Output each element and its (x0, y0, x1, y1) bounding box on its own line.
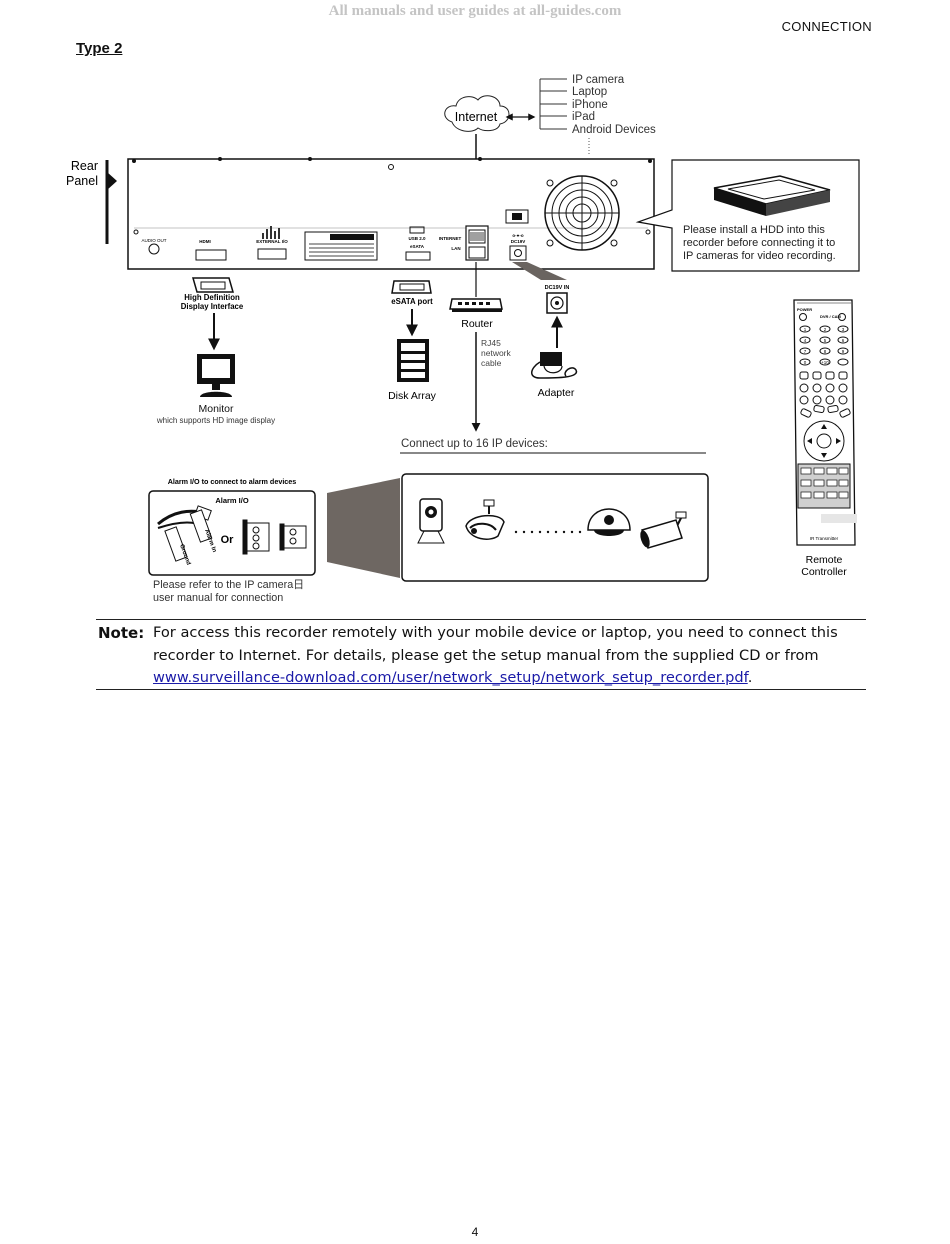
hdd-note-line3: IP cameras for video recording. (683, 250, 836, 262)
terminal-block-icon-2 (279, 523, 307, 551)
ip-camera-dome-icon (587, 508, 631, 536)
fan-icon (544, 175, 620, 251)
internet-label: Internet (455, 110, 498, 124)
remote-key-7: 7 (804, 349, 807, 354)
watermark: All manuals and user guides at all-guide… (328, 3, 622, 19)
remote-dvr-label: DVR / CAM (820, 314, 842, 319)
remote-key-1: 1 (804, 327, 807, 332)
alarm-title: Alarm I/O to connect to alarm devices (168, 477, 297, 486)
page-number: 4 (471, 1225, 479, 1239)
remote-key-4: 4 (804, 338, 807, 343)
page-title: Type 2 (76, 40, 123, 57)
cable-label-3: cable (481, 358, 502, 368)
port-ext-io-label: EXTERNAL I/O (256, 239, 288, 244)
ip-camera-pan-icon (465, 499, 505, 540)
adapter-icon (531, 352, 578, 379)
note-body: For access this recorder remotely with y… (153, 624, 838, 664)
remote-label-1: Remote (806, 554, 843, 566)
internet-cloud-icon: Internet (444, 95, 510, 132)
svg-text:DC19V: DC19V (511, 239, 526, 244)
note-top-rule (96, 619, 866, 620)
router-icon (449, 298, 503, 312)
svg-text:o-●-o: o-●-o (512, 233, 523, 238)
device-iphone: iPhone (572, 99, 608, 111)
terminal-block-icon-1 (242, 519, 270, 555)
hdmi-label-1: High Definition (184, 293, 240, 302)
device-ipad: iPad (572, 111, 595, 123)
hdd-note-line2: recorder before connecting it to (683, 237, 835, 249)
port-usb-label: USB 2.0 (408, 236, 426, 241)
disk-array-label: Disk Array (388, 390, 437, 402)
hdmi-connector-icon (192, 277, 234, 293)
device-ip-camera: IP camera (572, 74, 625, 86)
esata-connector-icon (391, 280, 432, 294)
ip-devices-box (401, 473, 709, 582)
remote-controller-icon: POWER DVR / CAM 1 2 3 4 5 6 7 8 9 0 +10 (793, 299, 857, 546)
port-audio-label: AUDIO OUT (141, 238, 166, 243)
note-bottom-rule (96, 689, 866, 690)
dots-separator (514, 530, 582, 534)
remote-key-3: 3 (842, 327, 845, 332)
remote-key-5: 5 (824, 338, 827, 343)
port-esata-label: eSATA (410, 244, 425, 249)
alarm-box-title: Alarm I/O (215, 496, 249, 505)
device-android: Android Devices (572, 124, 656, 136)
ip-camera-cube-icon (417, 498, 445, 544)
remote-key-6: 6 (842, 338, 845, 343)
device-list: IP camera Laptop iPhone iPad Android Dev… (539, 74, 656, 155)
dc-label: DC19V IN (545, 285, 570, 291)
monitor-icon (197, 354, 235, 397)
remote-ir-label: IR Transmitter (810, 536, 839, 541)
connection-diagram: Internet IP camera Laptop iPhone iPad An… (66, 74, 860, 604)
callout-wedge (327, 478, 400, 578)
rear-panel-label-1: Rear (71, 159, 98, 173)
hdd-note-line1: Please install a HDD into this (683, 224, 825, 236)
refer-note-line2: user manual for connection (153, 592, 283, 604)
adapter-label: Adapter (538, 387, 575, 399)
alarm-or-label: Or (221, 534, 235, 546)
connect-label: Connect up to 16 IP devices: (401, 438, 548, 450)
router-label: Router (461, 318, 493, 330)
monitor-label: Monitor (198, 403, 234, 415)
cable-label-1: RJ45 (481, 338, 501, 348)
ip-camera-bullet-icon (640, 511, 687, 549)
remote-key-8: 8 (824, 349, 827, 354)
hdd-callout: Please install a HDD into this recorder … (635, 159, 860, 272)
rear-panel-label-2: Panel (66, 174, 98, 188)
setup-manual-link[interactable]: www.surveillance-download.com/user/netwo… (153, 669, 748, 686)
port-lan-label: LAN (451, 246, 460, 251)
disk-array-icon (397, 339, 429, 382)
remote-key-0: 0 (804, 360, 807, 365)
note-label: Note: (98, 624, 145, 642)
port-internet-label: INTERNET (439, 236, 462, 241)
device-laptop: Laptop (572, 86, 607, 98)
refer-note-line1: Please refer to the IP camera日 (153, 579, 304, 591)
rear-panel: AUDIO OUT HDMI EXTERNAL I/O USB 2.0 eSAT… (127, 157, 655, 270)
remote-key-2: 2 (824, 327, 827, 332)
remote-key-plus10: +10 (821, 360, 829, 365)
hdd-icon (713, 175, 831, 216)
esata-label: eSATA port (391, 297, 433, 306)
monitor-sub-label: which supports HD image display (156, 416, 275, 425)
note-text: For access this recorder remotely with y… (153, 622, 868, 690)
port-hdmi-label: HDMI (199, 239, 211, 244)
cable-label-2: network (481, 348, 512, 358)
remote-label-2: Controller (801, 566, 847, 578)
remote-power-label: POWER (797, 307, 812, 312)
hdmi-label-2: Display Interface (181, 302, 244, 311)
note-end: . (747, 669, 753, 686)
section-header: CONNECTION (781, 19, 872, 34)
remote-key-9: 9 (842, 349, 845, 354)
